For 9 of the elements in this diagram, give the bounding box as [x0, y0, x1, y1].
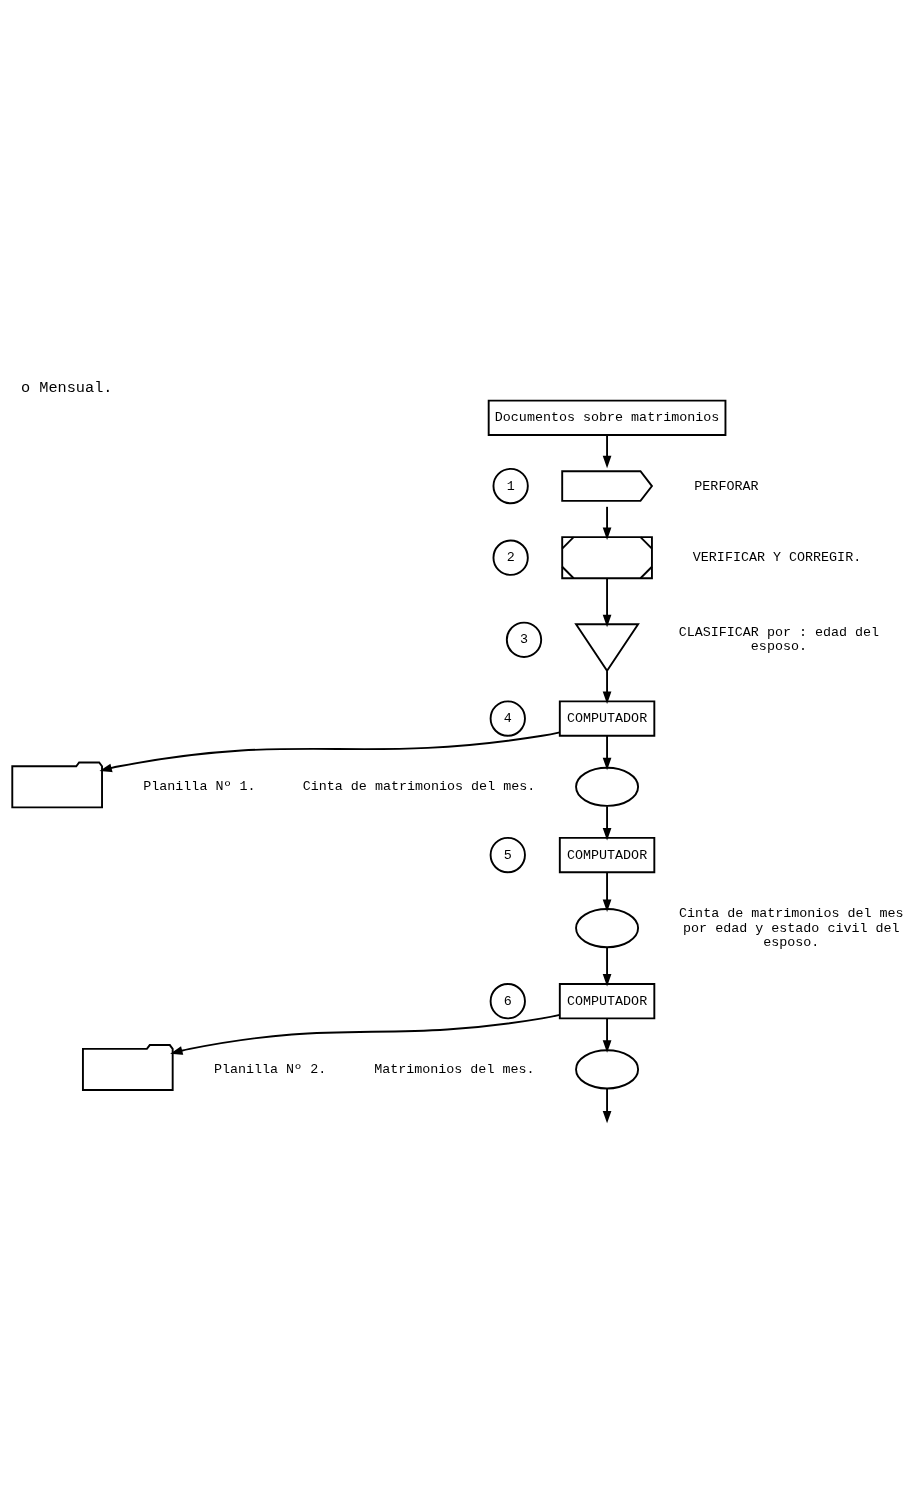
node-label: Matrimonios del mes.	[374, 1061, 535, 1077]
diagram-title: o Mensual.	[20, 378, 113, 397]
node-label: Cinta de matrimonios del mes.	[302, 778, 536, 794]
node-label: Cinta de matrimonios del mes por edad y estado civil del esposo.	[679, 905, 904, 950]
node-label: PERFORAR	[694, 478, 759, 494]
node-label: Planilla Nº 1.	[143, 778, 256, 794]
node-label: CLASIFICAR por : edad del esposo.	[678, 624, 880, 654]
node-label: Planilla Nº 2.	[213, 1061, 327, 1077]
node-label: VERIFICAR Y CORREGIR.	[692, 549, 862, 565]
